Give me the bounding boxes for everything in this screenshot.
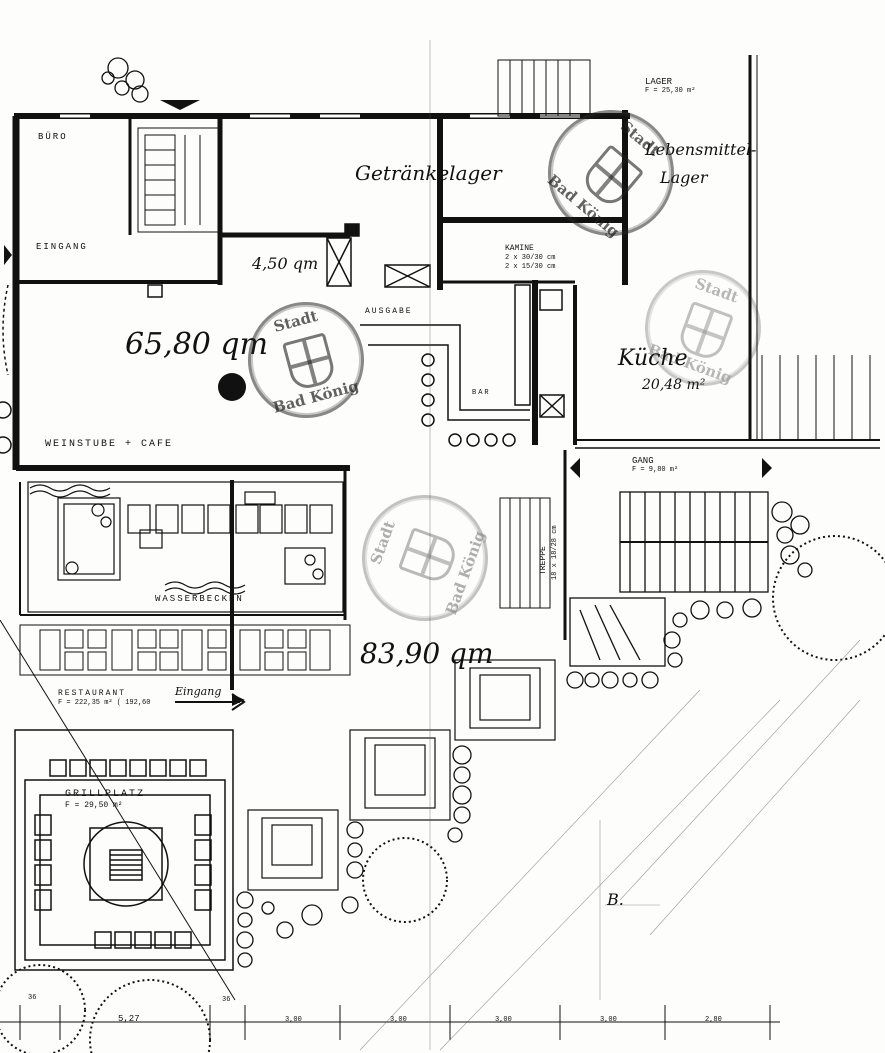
lager-area: F = 25,30 m² <box>645 87 696 95</box>
planter-row <box>19 624 351 676</box>
label-kamine: KAMINE <box>505 244 534 253</box>
stair-center <box>499 497 551 609</box>
restaurant-area: F = 222,35 m² ( 192,60 <box>58 699 151 707</box>
room-label-getraenkelager: Getränkelager <box>355 161 502 185</box>
label-wasserbecken: WASSERBECKEN <box>155 594 244 604</box>
stair-top-right <box>497 59 591 117</box>
kamine-spec-2: 2 x 15/30 cm <box>505 263 556 271</box>
dimension-label: 2,80 <box>705 1016 722 1024</box>
room-label-lebensmittellager-1: Lebensmittel- <box>645 140 757 159</box>
walls <box>12 55 880 690</box>
room-label-weinstube: WEINSTUBE + CAFE <box>45 439 174 450</box>
dimension-label: 3,00 <box>285 1016 302 1024</box>
railing-right <box>761 355 871 440</box>
gang-area: F = 9,80 m² <box>632 466 679 474</box>
room-label-lebensmittellager-2: Lager <box>660 168 708 187</box>
bar-counter <box>360 324 530 447</box>
kueche-area: 20,48 m² <box>642 377 706 393</box>
fixtures <box>147 223 565 418</box>
dimension-label: 5,27 <box>118 1014 140 1024</box>
stair-right <box>569 491 769 667</box>
stair-upper <box>137 127 219 233</box>
entrance-arrow <box>175 693 246 711</box>
label-bar: BAR <box>472 389 491 397</box>
pebbles <box>101 57 813 968</box>
left-edge-circles <box>0 284 12 454</box>
room-label-eingang: EINGANG <box>36 242 88 252</box>
dimension-label: 3,00 <box>495 1016 512 1024</box>
label-gang: GANG <box>632 456 654 466</box>
kamine-spec-1: 2 x 30/30 cm <box>505 254 556 262</box>
area-label-6580: 65,80 qm <box>125 327 269 362</box>
crest-icon <box>397 526 460 586</box>
room-label-kueche: Küche <box>618 346 688 371</box>
grillplatz-area: F = 29,50 m² <box>65 801 123 810</box>
area-label-8390: 83,90 qm <box>360 637 494 670</box>
dimension-label: 36 <box>222 996 231 1004</box>
label-eingang-arrow: Eingang <box>175 685 222 698</box>
label-treppe: TREPPE <box>539 546 548 575</box>
dimension-label: 3,00 <box>600 1016 617 1024</box>
label-ausgabe: AUSGABE <box>365 307 413 316</box>
column <box>218 373 246 401</box>
section-marker-b: B. <box>607 890 624 909</box>
grill-area <box>0 619 236 1001</box>
treppe-spec: 18 x 18/28 cm <box>551 525 559 580</box>
room-label-grillplatz: GRILLPLATZ <box>65 789 146 800</box>
dimension-label: 36 <box>28 994 37 1002</box>
direction-arrows <box>4 100 772 706</box>
room-label-restaurant: RESTAURANT <box>58 689 127 698</box>
area-label-450: 4,50 qm <box>252 254 319 273</box>
water-basin <box>27 481 344 613</box>
dimension-line <box>0 1005 780 1040</box>
room-label-lager: LAGER <box>645 77 673 87</box>
terrace-planters <box>247 659 556 891</box>
dimension-label: 3,00 <box>390 1016 407 1024</box>
room-label-buero: BÜRO <box>38 132 68 142</box>
